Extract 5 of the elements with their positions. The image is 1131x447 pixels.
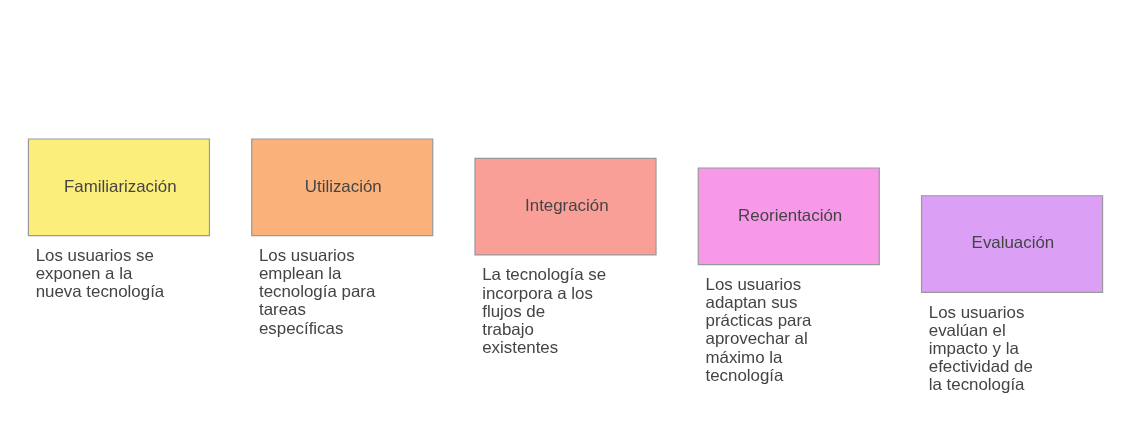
node-label: Los usuarios adaptan sus prácticas para aprovechar al máximo la tecnología (705, 275, 812, 385)
node-label: Los usuarios se exponen a la nueva tecnología (35, 246, 165, 302)
node-label: La tecnología se incorpora a los flujos de trabajo existentes (482, 265, 607, 357)
node-label: Los usuarios evalúan el impacto y la efectividad de la tecnología (928, 302, 1033, 395)
node-label: Los usuarios emplean la tecnología para tareas específicas (258, 246, 376, 338)
